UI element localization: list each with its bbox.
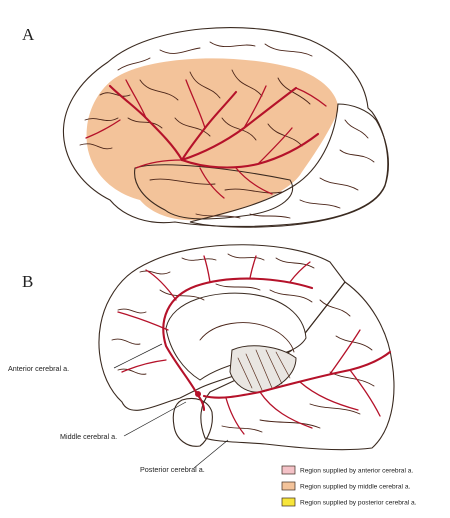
legend: Region supplied by anterior cerebral a. … [281,465,417,507]
label-anterior-cerebral: Anterior cerebral a. [8,364,69,373]
lateral-temporal-lobe [134,164,293,220]
lateral-anterior-territory [62,27,389,227]
medial-fornix [199,322,295,353]
legend-swatch-middle [281,481,296,491]
label-middle-cerebral: Middle cerebral a. [60,432,117,441]
medial-middle-territory [172,397,213,447]
legend-swatch-posterior [281,497,296,507]
lateral-posterior-territory [189,103,389,228]
medial-posterior-territory [200,281,395,451]
panel-a-lateral-view: A [22,25,389,228]
lateral-middle-territory [86,58,339,221]
medial-thalamus-hatching [237,349,291,391]
medial-ventricle-cavity [165,292,307,381]
legend-label-anterior: Region supplied by anterior cerebral a. [300,468,413,475]
medial-arterial-knot [195,391,201,397]
medial-anterior-territory [98,244,346,411]
label-posterior-cerebral: Posterior cerebral a. [140,465,205,474]
medial-thalamus [229,345,297,393]
panel-b-medial-view: B [8,244,395,474]
panel-b-letter: B [22,272,33,291]
lateral-middle-cerebral-branches [85,79,327,199]
panel-a-letter: A [22,25,35,44]
medial-posterior-cerebral-artery [202,329,392,435]
medial-sulci [111,253,375,433]
leader-middle [123,401,187,437]
leader-anterior [113,343,163,369]
legend-label-posterior: Region supplied by posterior cerebral a. [300,500,417,507]
legend-label-middle: Region supplied by middle cerebral a. [300,484,410,491]
legend-swatch-anterior [281,465,296,475]
medial-anterior-cerebral-artery [117,255,314,394]
leader-posterior [193,439,229,469]
